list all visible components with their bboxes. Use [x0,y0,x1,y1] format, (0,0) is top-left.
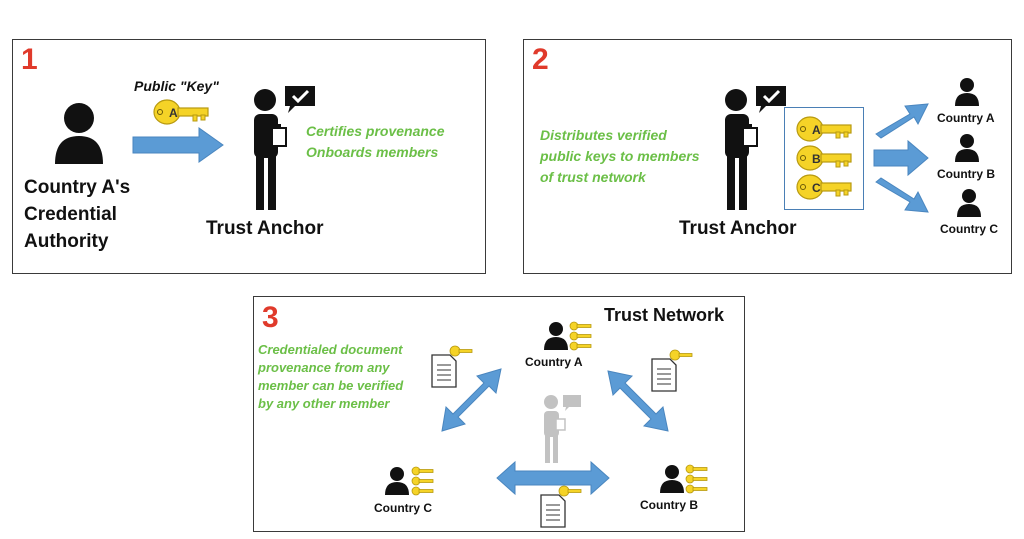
arrow-icon [873,139,929,177]
panel3-desc-line-1: Credentialed document [258,342,403,357]
panel2-desc-line-3: of trust network [540,169,646,185]
person-icon [955,78,979,106]
panel3-desc-line-4: by any other member [258,396,390,411]
authority-label-line-3: Authority [24,231,109,252]
country-a-label: Country A [937,111,995,125]
country-a-label: Country A [525,355,583,369]
key-letter: A [169,106,178,120]
country-c-label: Country C [374,501,432,515]
key-icon [685,464,708,494]
arrow-icon [441,368,502,432]
key-icon [411,466,434,496]
key-icon [569,321,592,351]
arrow-icon [875,177,929,213]
panel2-desc-line-2: public keys to members [540,148,700,164]
person-icon [725,89,758,210]
speech-bubble-check-icon [285,86,315,113]
authority-label-line-1: Country A's [24,177,131,198]
person-icon [385,467,409,495]
person-icon [254,89,287,210]
public-key-label: Public "Key" [134,78,219,94]
document-icon [651,349,693,392]
panel-1: 1 Country A's Credential Authority Publi… [12,39,486,274]
country-c-label: Country C [940,222,998,236]
key-letter: C [812,181,821,195]
key-icon: A [153,99,209,125]
country-b-label: Country B [640,498,698,512]
panel3-desc-line-3: member can be verified [258,378,404,393]
panel2-desc-line-1: Distributes verified [540,127,667,143]
key-icon: C [796,174,852,200]
panel1-desc-line-1: Certifies provenance [306,123,445,139]
arrow-icon [496,460,610,496]
step-number-2: 2 [532,43,549,76]
arrow-icon [607,370,669,432]
document-icon [540,485,582,528]
key-icon: A [796,116,852,142]
trust-anchor-label: Trust Anchor [679,218,797,239]
person-icon [544,322,568,350]
arrow-icon [132,127,224,163]
key-icon: B [796,145,852,171]
trust-anchor-label: Trust Anchor [206,218,324,239]
person-icon [957,189,981,217]
country-b-label: Country B [937,167,995,181]
panel3-desc-line-2: provenance from any [258,360,390,375]
arrow-icon [875,103,929,139]
panel-2: 2 Distributes verified public keys to me… [523,39,1012,274]
panel1-desc-line-2: Onboards members [306,144,439,160]
document-icon [431,345,473,388]
person-icon [955,134,979,162]
person-icon [660,465,684,493]
panel-3: 3 Trust Network Credentialed document pr… [253,296,745,532]
step-number-1: 1 [21,43,38,76]
person-icon [544,395,581,463]
trust-network-title: Trust Network [604,305,725,325]
key-letter: A [812,123,821,137]
authority-label-line-2: Credential [24,204,117,225]
step-number-3: 3 [262,301,279,334]
key-letter: B [812,152,821,166]
person-icon [55,103,103,164]
key-box [784,107,864,210]
speech-bubble-check-icon [756,86,786,113]
